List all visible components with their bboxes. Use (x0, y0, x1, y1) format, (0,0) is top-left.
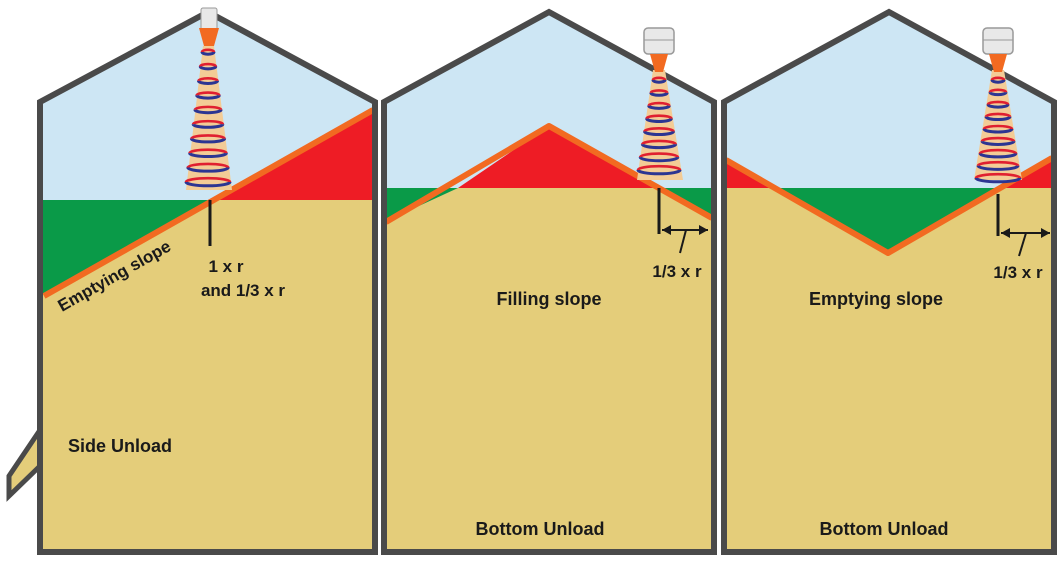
radar-sensor (184, 7, 232, 190)
air-space (384, 12, 714, 188)
slope-line (724, 155, 1054, 256)
slope-label: Emptying slope (809, 289, 943, 309)
radar-wave-ring-front (196, 80, 220, 85)
sensor-horn (199, 28, 219, 46)
radar-wave-ring-back (195, 91, 221, 96)
radar-wave-ring-front (647, 105, 671, 110)
radar-wave-ring-front (974, 177, 1022, 184)
radar-wave-ring-front (186, 166, 230, 173)
radar-beam (186, 46, 232, 190)
radar-wave-ring-front (990, 79, 1006, 84)
radar-wave-ring-back (984, 112, 1012, 118)
radar-wave-rings (974, 76, 1022, 184)
radar-wave-ring-front (189, 137, 227, 144)
measure-label-line1: 1 x r (209, 257, 244, 276)
radar-wave-ring-back (200, 48, 216, 53)
unload-label: Side Unload (68, 436, 172, 456)
radar-wave-ring-back (986, 100, 1010, 106)
radar-wave-ring-front (976, 165, 1020, 171)
radar-wave-ring-front (636, 169, 682, 176)
slope-label: Filling slope (496, 289, 601, 309)
radar-wave-ring-back (645, 114, 673, 120)
radar-wave-ring-front (649, 92, 669, 97)
radar-wave-ring-back (980, 136, 1016, 142)
grain-body (384, 188, 714, 552)
measure-label: 1/3 x r (993, 263, 1043, 282)
radar-wave-ring-back (636, 164, 682, 171)
radar-wave-ring-back (976, 160, 1020, 167)
radar-wave-ring-front (980, 140, 1016, 146)
radar-wave-ring-front (193, 109, 223, 115)
radar-wave-ring-back (640, 139, 678, 145)
radar-wave-ring-front (184, 181, 232, 188)
radar-wave-ring-back (188, 148, 228, 154)
measure-label: 1/3 x r (652, 262, 702, 281)
silo-panel-bottom-unload-filling: 1/3 x r Filling slope Bottom Unload (381, 8, 717, 555)
radar-wave-rings (636, 76, 682, 176)
radar-wave-ring-back (186, 162, 230, 169)
radar-wave-ring-back (184, 176, 232, 183)
radar-wave-ring-back (190, 134, 226, 140)
radar-wave-ring-back (647, 101, 671, 107)
radar-wave-ring-back (990, 76, 1006, 81)
radar-wave-ring-front (188, 152, 228, 159)
dimension-arrow (1001, 228, 1050, 257)
unload-label: Bottom Unload (476, 519, 605, 539)
radar-wave-ring-front (191, 123, 225, 129)
radar-sensor (636, 27, 683, 180)
radar-beam (637, 70, 683, 180)
radar-wave-ring-front (642, 130, 676, 137)
silo-outline (381, 8, 717, 555)
unload-chute (6, 421, 43, 502)
radar-wave-ring-back (982, 124, 1014, 130)
radar-wave-ring-front (640, 143, 678, 150)
grain-body (724, 188, 1054, 552)
slope-line (384, 123, 714, 225)
radar-wave-ring-front (978, 152, 1018, 159)
radar-wave-ring-back (649, 89, 669, 94)
radar-wave-ring-back (193, 105, 223, 111)
radar-wave-ring-back (197, 77, 219, 82)
silo-panel-side-unload: Emptying slope 1 x r and 1/3 x r Side Un… (6, 7, 378, 555)
radar-wave-ring-back (643, 127, 675, 133)
radar-wave-ring-back (974, 172, 1022, 179)
air-space (724, 12, 1054, 188)
radar-wave-ring-back (978, 148, 1018, 155)
measure-label-line2: and 1/3 x r (201, 281, 285, 300)
radar-wave-ring-front (988, 91, 1008, 97)
sensor-horn (989, 54, 1007, 72)
radar-wave-ring-front (986, 103, 1010, 109)
radar-wave-ring-front (198, 65, 218, 71)
sensor-body (643, 27, 675, 55)
grain-body (40, 200, 375, 552)
silo-outline (721, 8, 1057, 555)
radar-sensor (974, 27, 1022, 184)
radar-wave-ring-front (195, 94, 221, 100)
green-level-zone (774, 188, 1000, 253)
radar-wave-ring-front (982, 128, 1014, 134)
radar-wave-ring-back (651, 76, 667, 81)
radar-wave-rings (184, 48, 232, 188)
radar-wave-ring-back (191, 119, 225, 125)
radar-wave-ring-front (651, 79, 667, 84)
sensor-body (200, 7, 218, 31)
sensor-body (982, 27, 1014, 55)
silo-outline (37, 8, 378, 555)
radar-wave-ring-back (638, 152, 680, 158)
radar-wave-ring-front (200, 51, 216, 56)
radar-wave-ring-front (645, 117, 673, 123)
dimension-arrow (662, 225, 708, 254)
radar-wave-ring-back (988, 88, 1008, 93)
red-surface-zone (458, 126, 654, 188)
silo-panel-bottom-unload-emptying: 1/3 x r Emptying slope Bottom Unload (721, 8, 1057, 555)
radar-wave-ring-back (198, 62, 218, 67)
sensor-horn (650, 54, 668, 72)
unload-label: Bottom Unload (820, 519, 949, 539)
radar-wave-ring-front (638, 156, 680, 163)
radar-wave-ring-front (984, 116, 1012, 122)
